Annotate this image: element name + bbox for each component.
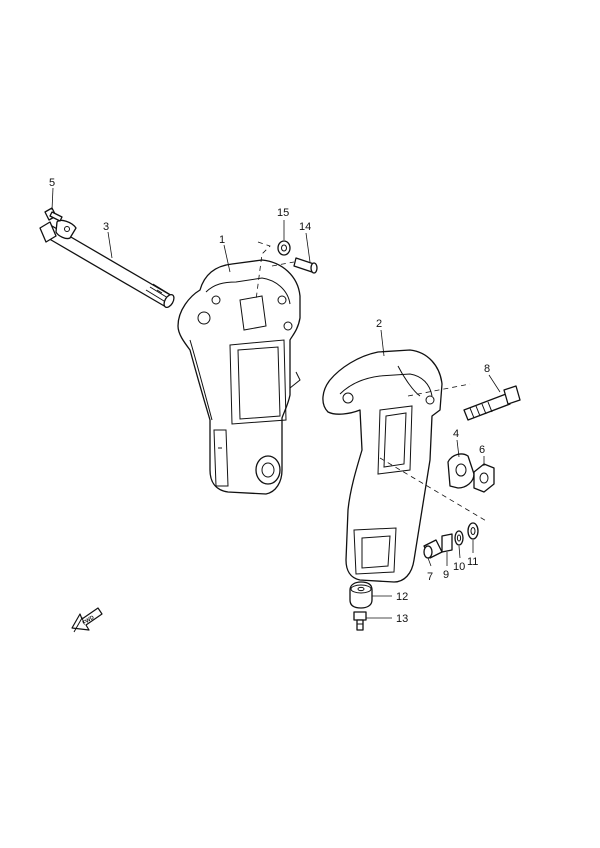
callout-6: 6 [479,444,485,456]
fwd-arrow-icon: FWD [71,607,103,633]
callout-14: 14 [299,221,311,233]
fwd-label: FWD [82,615,96,627]
part-4-plate[interactable] [447,453,475,489]
callout-3: 3 [103,221,109,233]
callout-2: 2 [376,318,382,330]
callout-9: 9 [443,569,449,581]
part-2-clamp-bracket[interactable] [322,349,443,583]
callout-10: 10 [453,561,465,573]
part-10-washer[interactable] [454,530,464,546]
callout-4: 4 [453,428,459,440]
part-12-mount[interactable] [349,581,373,609]
callout-5: 5 [49,177,55,189]
part-11-washer[interactable] [467,522,479,540]
callout-8: 8 [484,363,490,375]
part-8-bolt[interactable] [463,385,521,421]
callout-11: 11 [467,556,478,568]
part-15-washer[interactable] [277,240,291,256]
part-3-shaft[interactable] [39,219,176,309]
callout-7: 7 [427,571,433,583]
part-5-bolt[interactable] [44,207,63,222]
callout-1: 1 [219,234,225,246]
part-1-clamp-bracket[interactable] [177,259,301,495]
part-13-screw[interactable] [353,611,367,631]
callout-12: 12 [396,591,408,603]
callout-15: 15 [277,207,289,219]
part-7-collar[interactable] [423,539,443,559]
leader-lines [51,187,501,619]
callout-labels: 1 2 3 4 5 6 7 8 9 10 11 12 13 14 15 [49,177,490,625]
part-14-fitting[interactable] [293,257,318,274]
callout-13: 13 [396,613,408,625]
part-6-nut[interactable] [473,463,495,493]
part-9-bushing[interactable] [441,533,453,553]
